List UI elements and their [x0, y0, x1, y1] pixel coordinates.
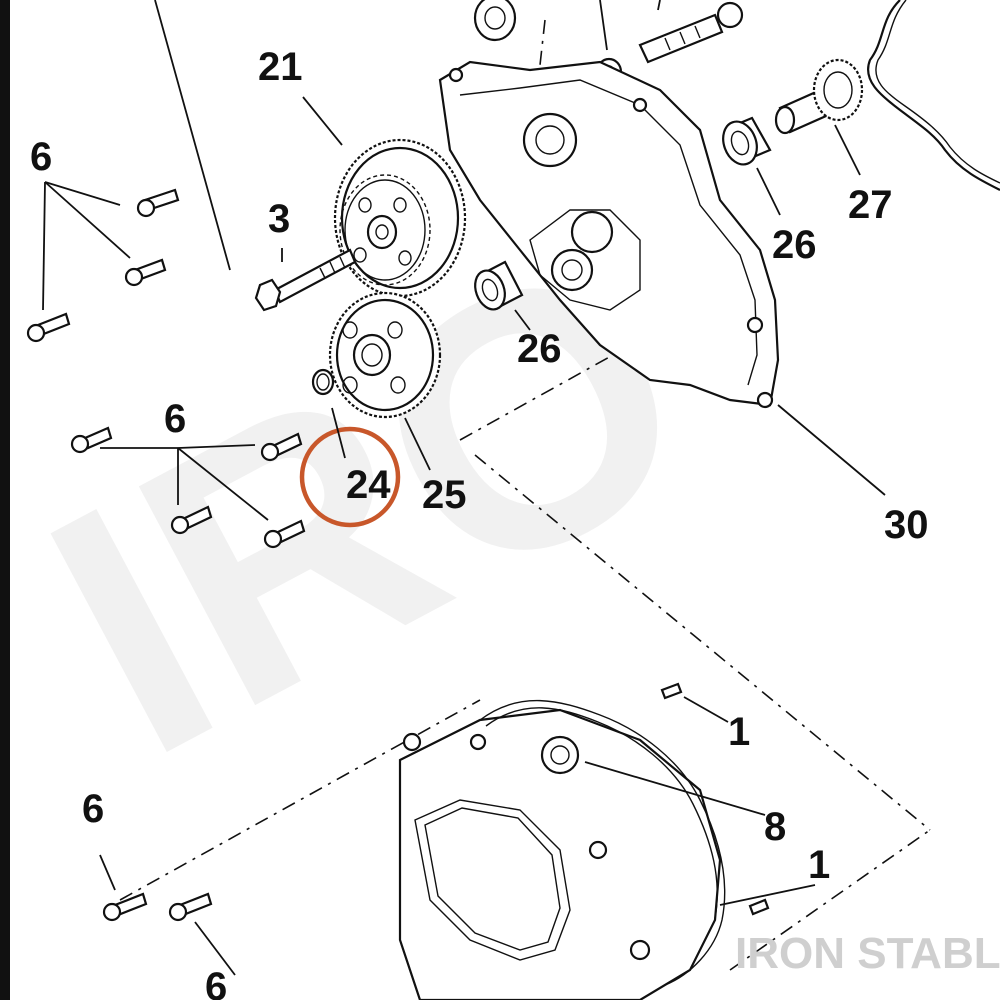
gear-21 — [333, 138, 467, 298]
top-bearing — [473, 0, 517, 42]
bearing-26-left — [474, 260, 524, 311]
callout-25: 25 — [422, 473, 467, 517]
brand-watermark: IRON STABLE — [735, 929, 1000, 978]
gasket-upper — [867, 0, 1000, 191]
bolt-6-i — [168, 892, 213, 922]
snap-ring-24 — [311, 368, 335, 396]
gear-25 — [328, 291, 442, 419]
frame-left-border — [0, 0, 10, 1000]
bolt-group-middle-leaders — [100, 444, 269, 521]
callout-24: 24 — [346, 463, 391, 507]
housing-30 — [438, 60, 780, 409]
bearing-26-right — [722, 116, 772, 166]
top-leaders — [154, 0, 661, 271]
bolt-6-d — [70, 426, 113, 454]
callout-1-upper: 1 — [728, 710, 750, 754]
bolt-6-b — [124, 258, 167, 287]
bolt-6-e — [260, 432, 303, 462]
callout-6-middle: 6 — [164, 397, 186, 441]
highlight-circle — [299, 426, 401, 528]
top-shaft — [638, 1, 744, 64]
callout-6-lower: 6 — [82, 787, 104, 831]
bolt-6-c — [26, 312, 71, 343]
bolt-6-h — [102, 892, 148, 922]
callout-26-lower: 26 — [517, 327, 562, 371]
callout-6-upper: 6 — [30, 135, 52, 179]
callout-8: 8 — [764, 805, 786, 849]
callout-1-lower: 1 — [808, 843, 830, 887]
bolt-6-g — [263, 519, 306, 549]
lower-cover — [398, 708, 722, 1000]
bolt-6-a — [136, 188, 180, 218]
callout-21: 21 — [258, 45, 303, 89]
bolt-6-f — [170, 505, 213, 535]
callout-6-bottom: 6 — [205, 965, 227, 1000]
gear-shaft-27 — [774, 58, 864, 135]
callout-30: 30 — [884, 503, 929, 547]
dowel-pin-lower — [748, 898, 770, 916]
dowel-pin-upper — [660, 682, 683, 700]
bolt-group-upper-leaders — [42, 181, 131, 311]
callout-3: 3 — [268, 197, 290, 241]
callout-27: 27 — [848, 183, 893, 227]
bolt-3 — [254, 248, 357, 312]
callout-26-upper: 26 — [772, 223, 817, 267]
gasket-lower — [479, 699, 726, 986]
